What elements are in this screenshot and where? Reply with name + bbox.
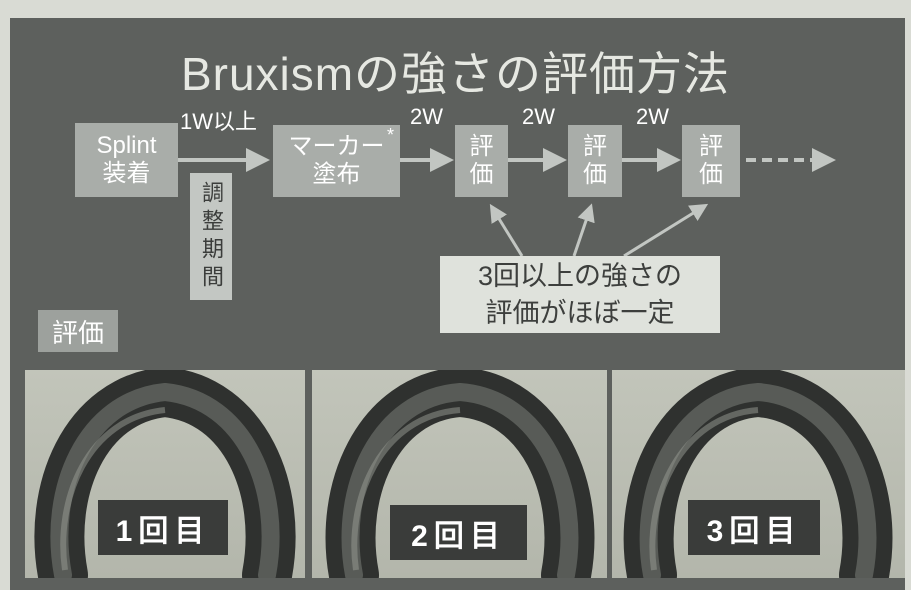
evaluation-char-1: 評 bbox=[469, 133, 494, 161]
splint-image bbox=[34, 370, 296, 578]
evaluation-box-1: 評 価 bbox=[455, 125, 508, 197]
adjustment-period-box: 調整期間 bbox=[190, 173, 232, 300]
note-line-2: 評価がほぼ一定 bbox=[485, 297, 675, 328]
interval-label-first: 1W以上 bbox=[180, 109, 258, 134]
evaluation-char-2: 価 bbox=[469, 161, 494, 188]
splint-photo-3: 3回目 bbox=[612, 370, 905, 578]
evaluation-char-1: 評 bbox=[583, 133, 607, 161]
interval-label-2: 2W bbox=[410, 104, 443, 129]
marker-line-2: 塗布 bbox=[312, 161, 361, 188]
photo-label-3: 3回目 bbox=[688, 500, 820, 555]
splint-image bbox=[623, 370, 893, 578]
slide-title: Bruxismの強さの評価方法 bbox=[180, 48, 731, 100]
marker-line-1: マーカー bbox=[288, 133, 385, 161]
interval-label-4: 2W bbox=[636, 104, 669, 129]
photo-label-2: 2回目 bbox=[390, 505, 527, 560]
splint-photo-2: 2回目 bbox=[312, 370, 607, 578]
arrow-note-to-eval-1 bbox=[489, 203, 524, 257]
evaluation-box-2: 評 価 bbox=[568, 125, 622, 197]
evaluation-char-2: 価 bbox=[699, 161, 723, 188]
adjustment-period-text: 調整期間 bbox=[199, 180, 224, 293]
splint-line-1: Splint bbox=[96, 132, 157, 160]
photo-label-1: 1回目 bbox=[98, 500, 228, 555]
interval-label-3: 2W bbox=[522, 104, 555, 129]
evaluation-char-1: 評 bbox=[699, 133, 723, 161]
note-line-1: 3回以上の強さの bbox=[477, 261, 683, 292]
arrow-note-to-eval-3 bbox=[623, 203, 709, 258]
evaluation-section-label: 評価 bbox=[38, 310, 118, 352]
marker-box: マーカー 塗布 * bbox=[273, 125, 400, 197]
splint-photo-1: 1回目 bbox=[25, 370, 305, 578]
evaluation-char-2: 価 bbox=[583, 161, 607, 188]
marker-asterisk: * bbox=[386, 125, 394, 145]
evaluation-box-3: 評 価 bbox=[682, 125, 740, 197]
splint-line-2: 装着 bbox=[102, 160, 151, 187]
splint-box: Splint 装着 bbox=[75, 123, 178, 197]
arrow-note-to-eval-2 bbox=[572, 203, 595, 257]
splint-image bbox=[325, 370, 595, 578]
consistency-note-box: 3回以上の強さの 評価がほぼ一定 bbox=[440, 256, 720, 333]
